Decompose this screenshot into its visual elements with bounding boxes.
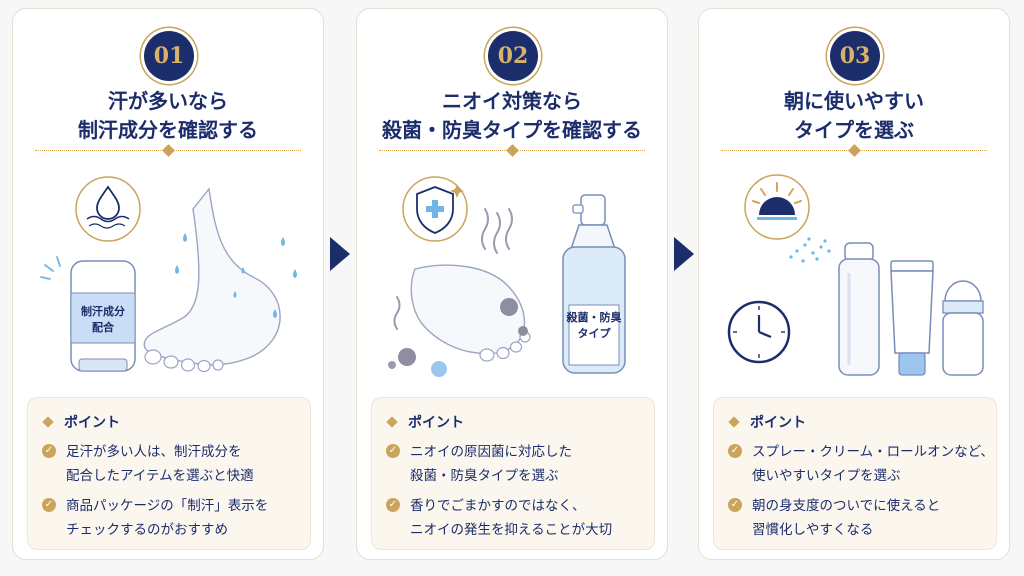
sunrise-icon — [744, 174, 810, 240]
bullet-line: 使いやすいタイプを選ぶ — [752, 468, 901, 484]
next-arrow-icon — [674, 237, 694, 271]
point-bullet: ✓ スプレー・クリーム・ロールオンなど、使いやすいタイプを選ぶ — [728, 440, 994, 488]
step-title-line-1: 汗が多いなら — [108, 89, 228, 113]
point-bullet: ✓ 香りでごまかすのではなく、ニオイの発生を抑えることが大切 — [386, 494, 612, 542]
step-title-line-2: タイプを選ぶ — [794, 118, 914, 142]
divider-diamond — [506, 144, 519, 157]
point-box: ポイント ✓ 足汗が多い人は、制汗成分を配合したアイテムを選ぶと快適 ✓ 商品パ… — [27, 397, 311, 550]
bullet-line: 商品パッケージの「制汗」表示を — [66, 498, 269, 514]
product-label-line-1: 制汗成分 — [81, 304, 125, 318]
clock-icon — [727, 300, 791, 364]
bullet-line: ニオイの発生を抑えることが大切 — [410, 522, 613, 538]
bullet-line: 朝の身支度のついでに使えると — [752, 498, 941, 514]
diamond-icon — [728, 416, 740, 428]
step-title: ニオイ対策なら 殺菌・防臭タイプを確認する — [357, 87, 667, 145]
step-number-badge: 03 — [830, 31, 880, 81]
step-card-1: 01 汗が多いなら 制汗成分を確認する 制汗成分 配合 — [12, 8, 324, 560]
step-title-line-1: ニオイ対策なら — [442, 89, 582, 113]
water-drop-skin-icon — [75, 176, 141, 242]
cream-tube — [890, 260, 934, 376]
step-illustration — [727, 174, 984, 376]
point-bullet: ✓ ニオイの原因菌に対応した殺菌・防臭タイプを選ぶ — [386, 440, 572, 488]
point-bullet: ✓ 朝の身支度のついでに使えると習慣化しやすくなる — [728, 494, 940, 542]
point-box: ポイント ✓ スプレー・クリーム・ロールオンなど、使いやすいタイプを選ぶ ✓ 朝… — [713, 397, 997, 550]
point-heading-label: ポイント — [64, 415, 120, 431]
bullet-line: 配合したアイテムを選ぶと快適 — [66, 468, 254, 484]
step-title-line-2: 殺菌・防臭タイプを確認する — [382, 118, 642, 142]
point-heading: ポイント — [386, 412, 464, 432]
spray-can — [838, 242, 880, 376]
check-icon: ✓ — [386, 444, 400, 458]
germs — [388, 298, 528, 377]
check-icon: ✓ — [386, 498, 400, 512]
bullet-line: 足汗が多い人は、制汗成分を — [66, 444, 242, 460]
point-box: ポイント ✓ ニオイの原因菌に対応した殺菌・防臭タイプを選ぶ ✓ 香りでごまかす… — [371, 397, 655, 550]
check-icon: ✓ — [42, 444, 56, 458]
bullet-line: ニオイの原因菌に対応した — [410, 444, 572, 460]
check-icon: ✓ — [42, 498, 56, 512]
step-title-line-1: 朝に使いやすい — [784, 89, 924, 113]
point-heading: ポイント — [728, 412, 806, 432]
product-label-line-2: 配合 — [92, 320, 115, 334]
step-number-badge: 02 — [488, 31, 538, 81]
point-heading-label: ポイント — [750, 415, 806, 431]
point-heading: ポイント — [42, 412, 120, 432]
diamond-icon — [42, 416, 54, 428]
product-label-line-1: 殺菌・防臭 — [566, 310, 622, 324]
foot-illustration — [143, 187, 281, 373]
sweat-drops — [175, 233, 297, 318]
bullet-line: 殺菌・防臭タイプを選ぶ — [410, 468, 559, 484]
roll-on — [942, 280, 984, 376]
step-number-badge: 01 — [144, 31, 194, 81]
step-illustration: 殺菌・防臭 タイプ — [388, 176, 626, 377]
point-heading-label: ポイント — [408, 415, 464, 431]
next-arrow-icon — [330, 237, 350, 271]
point-bullet: ✓ 足汗が多い人は、制汗成分を配合したアイテムを選ぶと快適 — [42, 440, 254, 488]
bullet-line: チェックするのがおすすめ — [66, 522, 228, 538]
odor-wisps — [393, 208, 513, 330]
step-title: 汗が多いなら 制汗成分を確認する — [13, 87, 323, 145]
step-title: 朝に使いやすい タイプを選ぶ — [699, 87, 1009, 145]
spray-mist — [789, 237, 831, 263]
bullet-line: 香りでごまかすのではなく、 — [410, 498, 586, 514]
divider-diamond — [162, 144, 175, 157]
diamond-icon — [386, 416, 398, 428]
step-card-3: 03 朝に使いやすい タイプを選ぶ — [698, 8, 1010, 560]
foot-illustration — [410, 264, 531, 362]
spray-bottle: 殺菌・防臭 タイプ — [562, 194, 626, 374]
point-bullet: ✓ 商品パッケージの「制汗」表示をチェックするのがおすすめ — [42, 494, 268, 542]
step-card-2: 02 ニオイ対策なら 殺菌・防臭タイプを確認する — [356, 8, 668, 560]
bullet-line: スプレー・クリーム・ロールオンなど、 — [752, 444, 994, 460]
deodorant-stick: 制汗成分 配合 — [70, 260, 136, 372]
shield-plus-icon — [402, 176, 468, 242]
check-icon: ✓ — [728, 444, 742, 458]
product-label-line-2: タイプ — [578, 326, 612, 340]
bullet-line: 習慣化しやすくなる — [752, 522, 874, 538]
step-title-line-2: 制汗成分を確認する — [78, 118, 258, 142]
check-icon: ✓ — [728, 498, 742, 512]
step-illustration: 制汗成分 配合 — [40, 176, 297, 373]
divider-diamond — [848, 144, 861, 157]
